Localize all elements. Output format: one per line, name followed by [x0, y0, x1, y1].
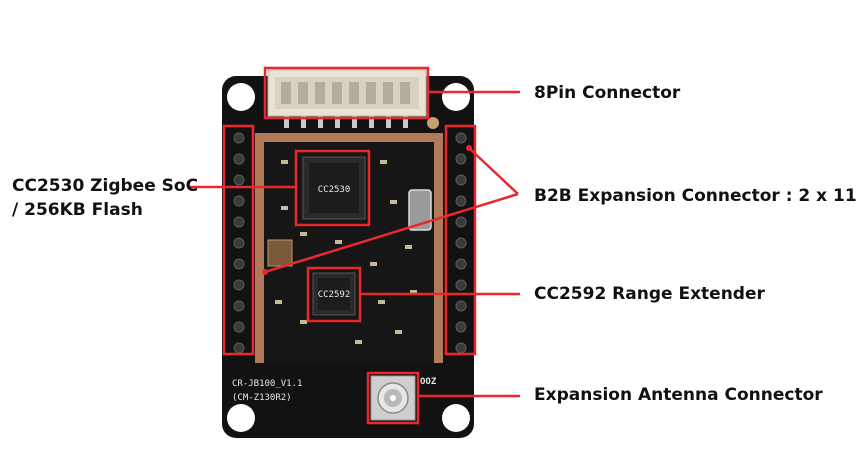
label-soc-line1: CC2530 Zigbee SoC: [12, 176, 199, 196]
label-soc-line2: / 256KB Flash: [12, 200, 143, 220]
chip-main-marking: CC2530: [318, 185, 351, 195]
highlight-right-header: [444, 124, 477, 356]
label-range-extender: CC2592 Range Extender: [534, 284, 765, 304]
right-pin-header: [455, 132, 467, 354]
highlight-left-header: [222, 124, 255, 356]
mounting-hole-top-right: [442, 83, 470, 111]
pcb-board: CC2530 CC2592 CR-JB100_V1.1 (CM-Z130R2) …: [222, 69, 474, 438]
cc2592-chip: CC2592: [312, 272, 356, 316]
chip-rf-marking: CC2592: [318, 290, 351, 300]
antenna-connector: [370, 375, 416, 421]
mounting-hole-bottom-left: [227, 404, 255, 432]
silk-brand: OOZ: [420, 377, 437, 387]
silk-model: (CM-Z130R2): [232, 393, 292, 403]
mounting-hole-bottom-right: [442, 404, 470, 432]
label-b2b-connector: B2B Expansion Connector : 2 x 11: [534, 186, 857, 206]
eight-pin-connector: [267, 69, 427, 128]
callout-lines: [190, 90, 520, 398]
silk-version: CR-JB100_V1.1: [232, 379, 302, 389]
label-8pin-connector: 8Pin Connector: [534, 83, 681, 103]
label-antenna-connector: Expansion Antenna Connector: [534, 385, 823, 405]
cc2530-chip: CC2530: [302, 156, 366, 220]
highlight-antenna: [366, 371, 420, 425]
mounting-hole-top-left: [227, 83, 255, 111]
left-pin-header: [233, 132, 245, 354]
